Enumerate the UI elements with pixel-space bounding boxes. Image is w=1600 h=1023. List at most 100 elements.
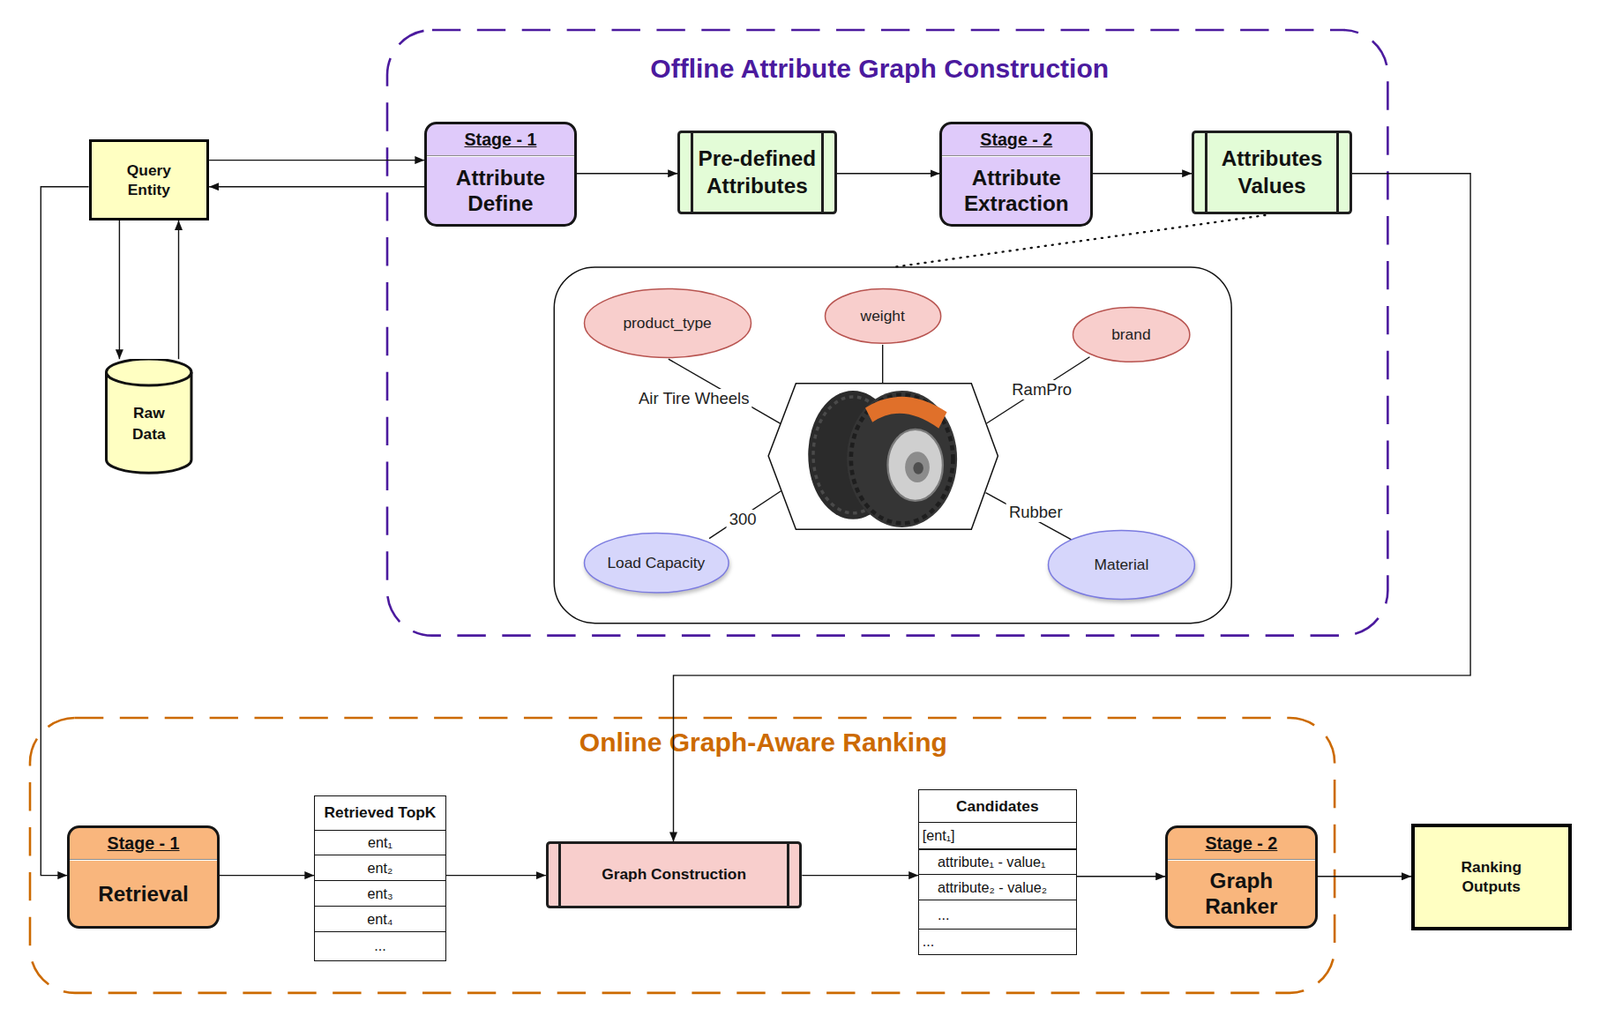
connector-arrow bbox=[119, 220, 120, 359]
stage-box: Stage - 2 Graph Ranker bbox=[1165, 825, 1317, 929]
ellipse-shape bbox=[1047, 530, 1195, 600]
region-title: Offline Attribute Graph Construction bbox=[650, 53, 1109, 84]
cylinder-rim bbox=[106, 372, 192, 386]
edge-value-label: RamPro bbox=[1009, 380, 1075, 400]
connector-arrow bbox=[209, 186, 425, 187]
attribute-ellipse: brand bbox=[1071, 306, 1191, 364]
tire-band bbox=[865, 396, 948, 429]
connector-arrow bbox=[209, 159, 425, 161]
graph-panel bbox=[553, 267, 1232, 624]
stage-box: Stage - 1 Attribute Define bbox=[424, 121, 576, 227]
connector-arrow bbox=[219, 874, 315, 876]
attribute-name: product_type bbox=[622, 314, 711, 333]
box-label: Graph Construction bbox=[589, 865, 759, 885]
attribute-link bbox=[985, 493, 1071, 540]
stage-header: Stage - 1 bbox=[426, 124, 574, 157]
table-cell: [ent₁] bbox=[919, 822, 1076, 850]
attribute-ellipse: product_type bbox=[583, 287, 753, 359]
connector-arrow bbox=[576, 172, 679, 174]
stage-body: Graph Ranker bbox=[1167, 861, 1315, 927]
connector-arrow bbox=[1076, 875, 1167, 877]
attribute-link bbox=[986, 357, 1091, 424]
database-label: Raw Data bbox=[123, 403, 175, 445]
attribute-name: Load Capacity bbox=[606, 553, 705, 573]
database-cylinder: Raw Data bbox=[104, 358, 193, 475]
attribute-link bbox=[709, 490, 782, 539]
stage-box: Stage - 1 Retrieval bbox=[67, 825, 219, 929]
attribute-ellipse: Load Capacity bbox=[583, 531, 731, 595]
hub-axle bbox=[912, 462, 924, 475]
connector-arrow bbox=[837, 172, 941, 174]
attribute-name: brand bbox=[1111, 325, 1151, 344]
stage-title: Attribute Extraction bbox=[942, 164, 1091, 217]
offline-region: Offline Attribute Graph ConstructionStag… bbox=[385, 28, 1390, 638]
table-cell: ... bbox=[919, 900, 1076, 929]
attribute-ellipse: Material bbox=[1046, 529, 1197, 601]
stage-header: Stage - 2 bbox=[942, 124, 1091, 157]
table-cell: ... bbox=[314, 932, 445, 961]
stage-number: Stage - 1 bbox=[107, 833, 180, 854]
front-tire bbox=[846, 390, 958, 528]
wheel-hub bbox=[887, 429, 943, 501]
box-label: Query Entity bbox=[112, 160, 185, 201]
table-header: Retrieved TopK bbox=[314, 796, 445, 830]
stage-number: Stage - 2 bbox=[1204, 833, 1278, 854]
table-cell: ent₂ bbox=[314, 855, 445, 882]
candidate-table: Candidates[ent₁]attribute₁ - value₁attri… bbox=[918, 789, 1077, 955]
connector-arrow bbox=[1317, 875, 1413, 877]
box-label: Pre-defined Attributes bbox=[680, 145, 834, 200]
list-table: Retrieved TopKent₁ent₂ent₃ent₄... bbox=[314, 795, 446, 961]
process-box: Graph Construction bbox=[545, 841, 802, 908]
attribute-name: weight bbox=[860, 306, 905, 326]
box-label: Ranking Outputs bbox=[1445, 857, 1538, 898]
dashed-border bbox=[387, 29, 1388, 636]
stage-header: Stage - 1 bbox=[69, 828, 217, 860]
stage-body: Retrieval bbox=[69, 861, 217, 927]
ellipse-shape bbox=[1072, 307, 1189, 363]
side-bar bbox=[558, 844, 561, 905]
edge-value-label: Air Tire Wheels bbox=[635, 388, 752, 409]
table-cell: ent₃ bbox=[314, 881, 445, 907]
table-cell: ent₄ bbox=[314, 906, 445, 933]
region-title: Online Graph-Aware Ranking bbox=[579, 727, 948, 758]
data-box: Attributes Values bbox=[1191, 130, 1353, 215]
connector-arrow bbox=[1092, 172, 1192, 174]
stage-number: Stage - 1 bbox=[463, 129, 537, 150]
hub-inner bbox=[904, 451, 930, 483]
side-bar bbox=[690, 133, 694, 212]
cylinder-body bbox=[106, 358, 192, 473]
stage-number: Stage - 2 bbox=[979, 129, 1053, 150]
connector-arrow bbox=[40, 186, 89, 876]
online-region: Online Graph-Aware RankingStage - 1 Retri… bbox=[28, 716, 1337, 995]
connector-arrow bbox=[178, 220, 180, 359]
entity-box: Query Entity bbox=[89, 139, 210, 220]
data-box: Pre-defined Attributes bbox=[677, 130, 837, 215]
stage-body: Attribute Extraction bbox=[942, 157, 1091, 225]
ellipse-shape bbox=[583, 289, 751, 359]
side-bar bbox=[821, 133, 824, 212]
connector-arrow bbox=[673, 173, 1472, 843]
connector-arrow bbox=[801, 874, 919, 876]
stage-body: Attribute Define bbox=[426, 157, 574, 225]
attribute-name: Material bbox=[1094, 555, 1150, 575]
ellipse-shape bbox=[583, 532, 729, 593]
table-cell: attribute₂ - value₂ bbox=[919, 874, 1076, 901]
edge-value-label: Rubber bbox=[1006, 502, 1066, 523]
connector-arrow bbox=[446, 874, 546, 876]
output-box: Ranking Outputs bbox=[1411, 823, 1572, 931]
stage-header: Stage - 2 bbox=[1167, 828, 1315, 860]
cylinder-text-area: Raw Data bbox=[104, 381, 193, 467]
stage-title: Retrieval bbox=[91, 881, 195, 907]
stage-title: Attribute Define bbox=[426, 164, 574, 217]
attribute-link bbox=[882, 344, 883, 384]
side-bar bbox=[1336, 133, 1339, 212]
tire-illustration bbox=[807, 390, 958, 528]
attribute-ellipse: weight bbox=[823, 287, 943, 345]
table-cell: attribute₁ - value₁ bbox=[919, 850, 1076, 876]
front-tread bbox=[851, 395, 954, 524]
stage-box: Stage - 2 Attribute Extraction bbox=[939, 121, 1093, 227]
ellipse-shape bbox=[824, 289, 941, 344]
box-label: Attributes Values bbox=[1194, 145, 1350, 200]
edge-value-label: 300 bbox=[726, 509, 760, 530]
